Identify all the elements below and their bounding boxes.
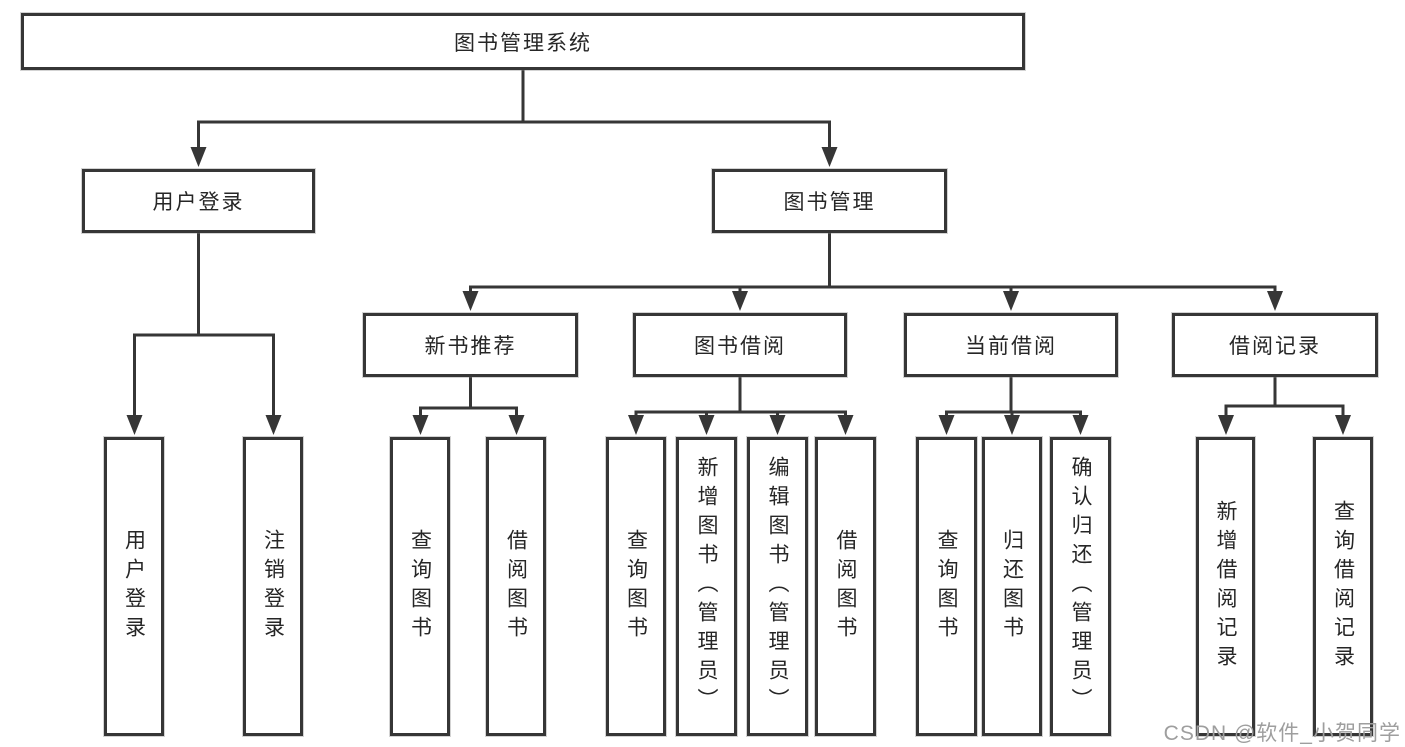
arrowhead: [938, 415, 955, 435]
node-library-management-system: 图书管理系统: [21, 13, 1025, 70]
arrowhead: [769, 415, 786, 435]
node-current-borrowing: 当前借阅: [904, 313, 1118, 377]
leaf-return-books: 归还图书: [982, 437, 1042, 736]
arrowhead: [265, 415, 282, 435]
arrowhead: [837, 415, 854, 435]
node-borrowing-records: 借阅记录: [1172, 313, 1378, 377]
leaf-query-books-borrowing: 查询图书: [606, 437, 666, 736]
node-book-management: 图书管理: [712, 169, 947, 233]
connector-root-to-level1: [190, 70, 838, 167]
leaf-borrow-books-borrowing: 借阅图书: [815, 437, 876, 736]
arrowhead: [1267, 291, 1283, 311]
arrowhead: [1003, 291, 1019, 311]
leaf-borrow-books-recommend: 借阅图书: [486, 437, 546, 736]
connector-borrowing-records-to-leaves: [1218, 377, 1351, 435]
connector-user-login-to-leaves: [126, 233, 282, 435]
connector-book-management-to-level2: [462, 233, 1283, 311]
node-book-borrowing: 图书借阅: [633, 313, 847, 377]
leaf-edit-book-admin: 编辑图书（管理员）: [747, 437, 808, 736]
leaf-confirm-return-admin: 确认归还（管理员）: [1050, 437, 1111, 736]
leaf-add-borrow-record: 新增借阅记录: [1196, 437, 1255, 736]
arrowhead: [1335, 415, 1351, 435]
arrowhead: [628, 415, 644, 435]
arrowhead: [412, 415, 429, 435]
node-user-login: 用户登录: [82, 169, 315, 233]
leaf-logout: 注销登录: [243, 437, 303, 736]
watermark: CSDN @软件_小贺同学: [1163, 722, 1401, 745]
connector-new-book-recommend-to-leaves: [412, 377, 525, 435]
connector-current-borrowing-to-leaves: [938, 377, 1089, 435]
arrowhead: [508, 415, 525, 435]
arrowhead: [821, 147, 838, 167]
leaf-add-book-admin: 新增图书（管理员）: [676, 437, 737, 736]
arrowhead: [732, 291, 748, 311]
arrowhead: [126, 415, 143, 435]
connector-book-borrowing-to-leaves: [628, 377, 854, 435]
arrowhead: [1072, 415, 1089, 435]
arrowhead: [1004, 415, 1020, 435]
arrowhead: [698, 415, 715, 435]
leaf-query-borrow-record: 查询借阅记录: [1313, 437, 1373, 736]
arrowhead: [190, 147, 207, 167]
arrowhead: [1218, 415, 1234, 435]
arrowhead: [462, 291, 479, 311]
leaf-user-login: 用户登录: [104, 437, 164, 736]
node-new-book-recommend: 新书推荐: [363, 313, 578, 377]
leaf-query-books-recommend: 查询图书: [390, 437, 450, 736]
leaf-query-books-current: 查询图书: [916, 437, 977, 736]
